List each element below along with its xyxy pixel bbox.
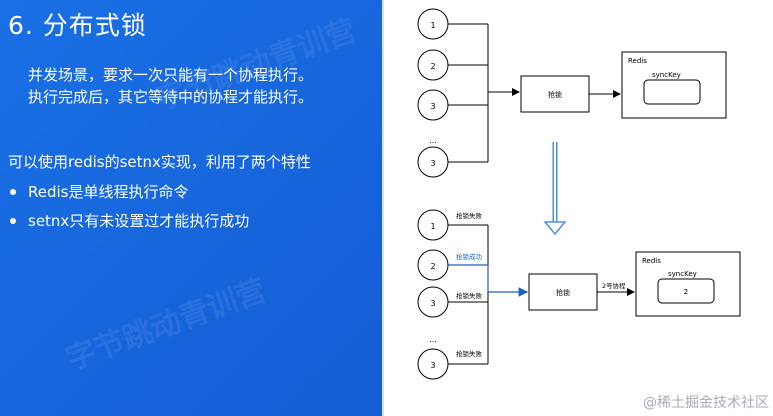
circle-label: 3 — [430, 102, 435, 111]
sync-key-label: syncKey — [652, 71, 681, 79]
intro-line: 执行完成后，其它等待中的协程才能执行。 — [28, 88, 314, 106]
bottom-diagram: 1 2 3 ... 3 抢锁失败 抢锁成功 抢锁失败 — [417, 209, 741, 380]
coroutine-circle: 3 — [417, 89, 449, 121]
bullet-text: setnx只有未设置过才能执行成功 — [28, 212, 250, 230]
success-line — [448, 264, 529, 297]
coroutine-circle: 2 — [417, 249, 449, 281]
coroutine-circle: 3 — [417, 146, 449, 178]
coroutine-circle: 3 — [417, 348, 449, 380]
sync-key-value: 2 — [684, 288, 688, 296]
lead-text: 可以使用redis的setnx实现，利用了两个特性 — [8, 153, 311, 171]
fail-annotation: 抢锁失败 — [456, 291, 483, 300]
fail-annotation: 抢锁失败 — [456, 349, 483, 358]
arrow-label: 2号协程 — [602, 281, 626, 290]
lock-box-label: 抢锁 — [548, 90, 562, 99]
bullet-text: Redis是单线程执行命令 — [28, 183, 189, 201]
diagram-panel: 1 2 3 ... 3 — [382, 0, 773, 416]
coroutine-circle: 3 — [417, 286, 449, 318]
top-diagram: 1 2 3 ... 3 — [417, 8, 727, 178]
coroutine-circle: 2 — [417, 49, 449, 81]
coroutine-circle: 1 — [417, 8, 449, 40]
coroutine-circle: 1 — [417, 209, 449, 241]
sync-key-box — [643, 79, 701, 105]
circle-label: 1 — [430, 222, 435, 231]
bullet-list: Redis是单线程执行命令 setnx只有未设置过才能执行成功 — [8, 181, 249, 239]
fail-annotation: 抢锁失败 — [456, 211, 483, 220]
circle-label: 2 — [430, 62, 435, 71]
bullet-dot-icon — [10, 188, 16, 195]
ellipsis-label: ... — [429, 335, 437, 344]
sync-key-label: syncKey — [668, 270, 697, 278]
intro-line: 并发场景，要求一次只能有一个协程执行。 — [28, 66, 314, 84]
circle-label: 3 — [430, 361, 435, 370]
bullet-item: Redis是单线程执行命令 — [8, 181, 249, 202]
redis-label: Redis — [642, 257, 661, 265]
circle-label: 3 — [430, 299, 435, 308]
bg-watermark: 字节跳动青训营 — [61, 272, 271, 378]
circle-label: 3 — [430, 159, 435, 168]
connector-lines — [448, 224, 489, 365]
intro-text: 并发场景，要求一次只能有一个协程执行。 执行完成后，其它等待中的协程才能执行。 — [28, 64, 313, 108]
lock-box-label: 抢锁 — [556, 288, 570, 297]
circle-label: 2 — [430, 262, 435, 271]
bullet-item: setnx只有未设置过才能执行成功 — [8, 210, 249, 231]
footer-watermark: @稀土掘金技术社区 — [643, 395, 769, 411]
sync-key-box — [657, 278, 715, 304]
redis-label: Redis — [628, 57, 647, 65]
circle-label: 1 — [430, 21, 435, 30]
ellipsis-label: ... — [429, 136, 437, 145]
transition-arrow — [543, 142, 567, 236]
lock-diagram: 1 2 3 ... 3 — [417, 8, 741, 380]
bullet-dot-icon — [10, 217, 16, 224]
connector-lines — [448, 23, 520, 163]
slide-title: 6. 分布式锁 — [8, 11, 147, 40]
success-annotation: 抢锁成功 — [456, 252, 483, 261]
